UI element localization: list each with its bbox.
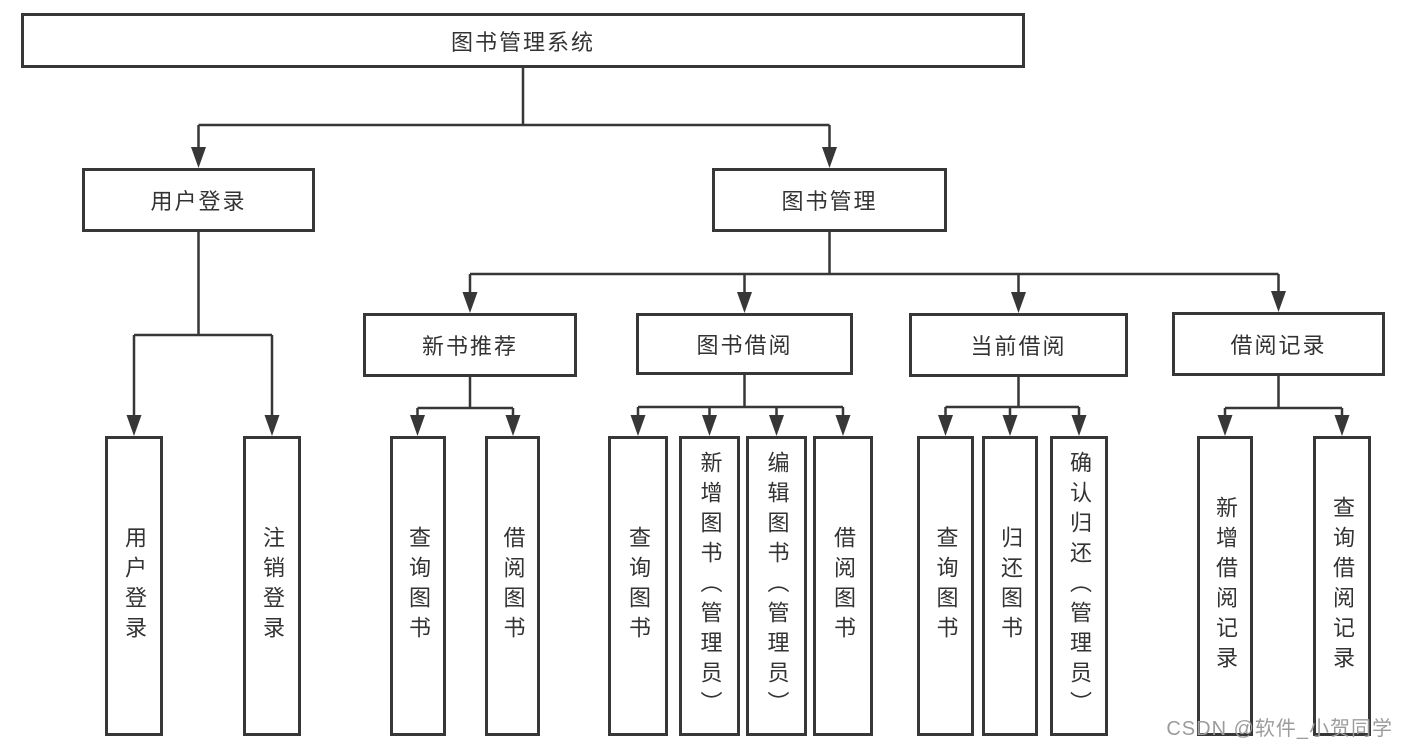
node-book-borrow: 图书借阅 bbox=[636, 313, 853, 375]
leaf-edit-book-admin: 编辑图书（管理员） bbox=[746, 436, 807, 736]
node-new-book-recommend-label: 新书推荐 bbox=[421, 334, 518, 359]
leaf-query-books-recommend: 查询图书 bbox=[390, 436, 446, 736]
node-book-borrow-label: 图书借阅 bbox=[696, 333, 793, 358]
leaf-query-books-borrow: 查询图书 bbox=[608, 436, 668, 736]
node-current-borrow: 当前借阅 bbox=[909, 313, 1128, 377]
node-library-system: 图书管理系统 bbox=[21, 13, 1025, 68]
leaf-borrow-books-recommend: 借阅图书 bbox=[485, 436, 540, 736]
node-user-login: 用户登录 bbox=[82, 168, 315, 232]
node-library-system-label: 图书管理系统 bbox=[450, 29, 595, 55]
leaf-logout-login: 注销登录 bbox=[243, 436, 301, 736]
node-book-management: 图书管理 bbox=[712, 168, 947, 232]
leaf-user-login: 用户登录 bbox=[105, 436, 163, 736]
node-borrow-records: 借阅记录 bbox=[1172, 312, 1385, 376]
leaf-add-borrow-record: 新增借阅记录 bbox=[1197, 436, 1253, 736]
leaf-borrow-books: 借阅图书 bbox=[813, 436, 873, 736]
node-book-management-label: 图书管理 bbox=[781, 189, 878, 214]
node-current-borrow-label: 当前借阅 bbox=[970, 334, 1067, 359]
arrowheads bbox=[126, 147, 1350, 436]
leaf-query-borrow-record: 查询借阅记录 bbox=[1313, 436, 1371, 736]
leaf-add-book-admin: 新增图书（管理员） bbox=[679, 436, 740, 736]
node-borrow-records-label: 借阅记录 bbox=[1230, 333, 1327, 358]
leaf-query-books-current: 查询图书 bbox=[917, 436, 974, 736]
node-new-book-recommend: 新书推荐 bbox=[363, 313, 577, 377]
leaf-confirm-return-admin: 确认归还（管理员） bbox=[1050, 436, 1108, 736]
node-user-login-label: 用户登录 bbox=[150, 189, 247, 214]
leaf-return-book: 归还图书 bbox=[982, 436, 1038, 736]
